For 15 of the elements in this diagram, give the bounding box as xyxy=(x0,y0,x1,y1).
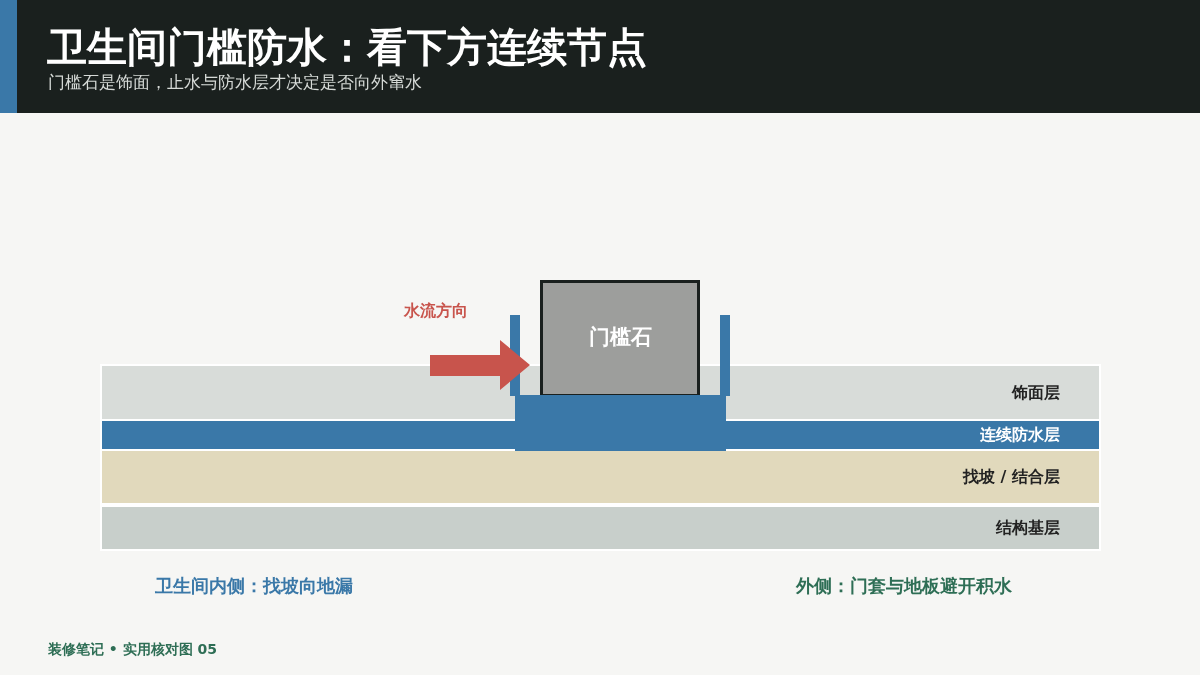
waterproof-layer-band xyxy=(100,421,1101,449)
side-note: 卫生间内侧：找坡向地漏 xyxy=(155,575,353,598)
flow-direction-label: 水流方向 xyxy=(404,301,468,321)
layer-label: 找坡 / 结合层 xyxy=(963,467,1060,487)
threshold-stone-block xyxy=(540,280,700,397)
title: 卫生间门槛防水：看下方连续节点 xyxy=(47,24,647,70)
threshold-stone-label: 门槛石 xyxy=(588,324,652,351)
side-note: 外侧：门套与地板避开积水 xyxy=(796,575,1012,598)
layer-label: 连续防水层 xyxy=(980,425,1060,445)
layer-label: 饰面层 xyxy=(1012,382,1060,403)
footer-caption: 装修笔记 • 实用核对图 05 xyxy=(48,641,218,659)
subtitle: 门槛石是饰面，止水与防水层才决定是否向外窜水 xyxy=(48,72,422,94)
screed-layer-band xyxy=(100,449,1101,505)
structural-base-band xyxy=(100,505,1101,551)
layer-label: 结构基层 xyxy=(996,518,1060,538)
